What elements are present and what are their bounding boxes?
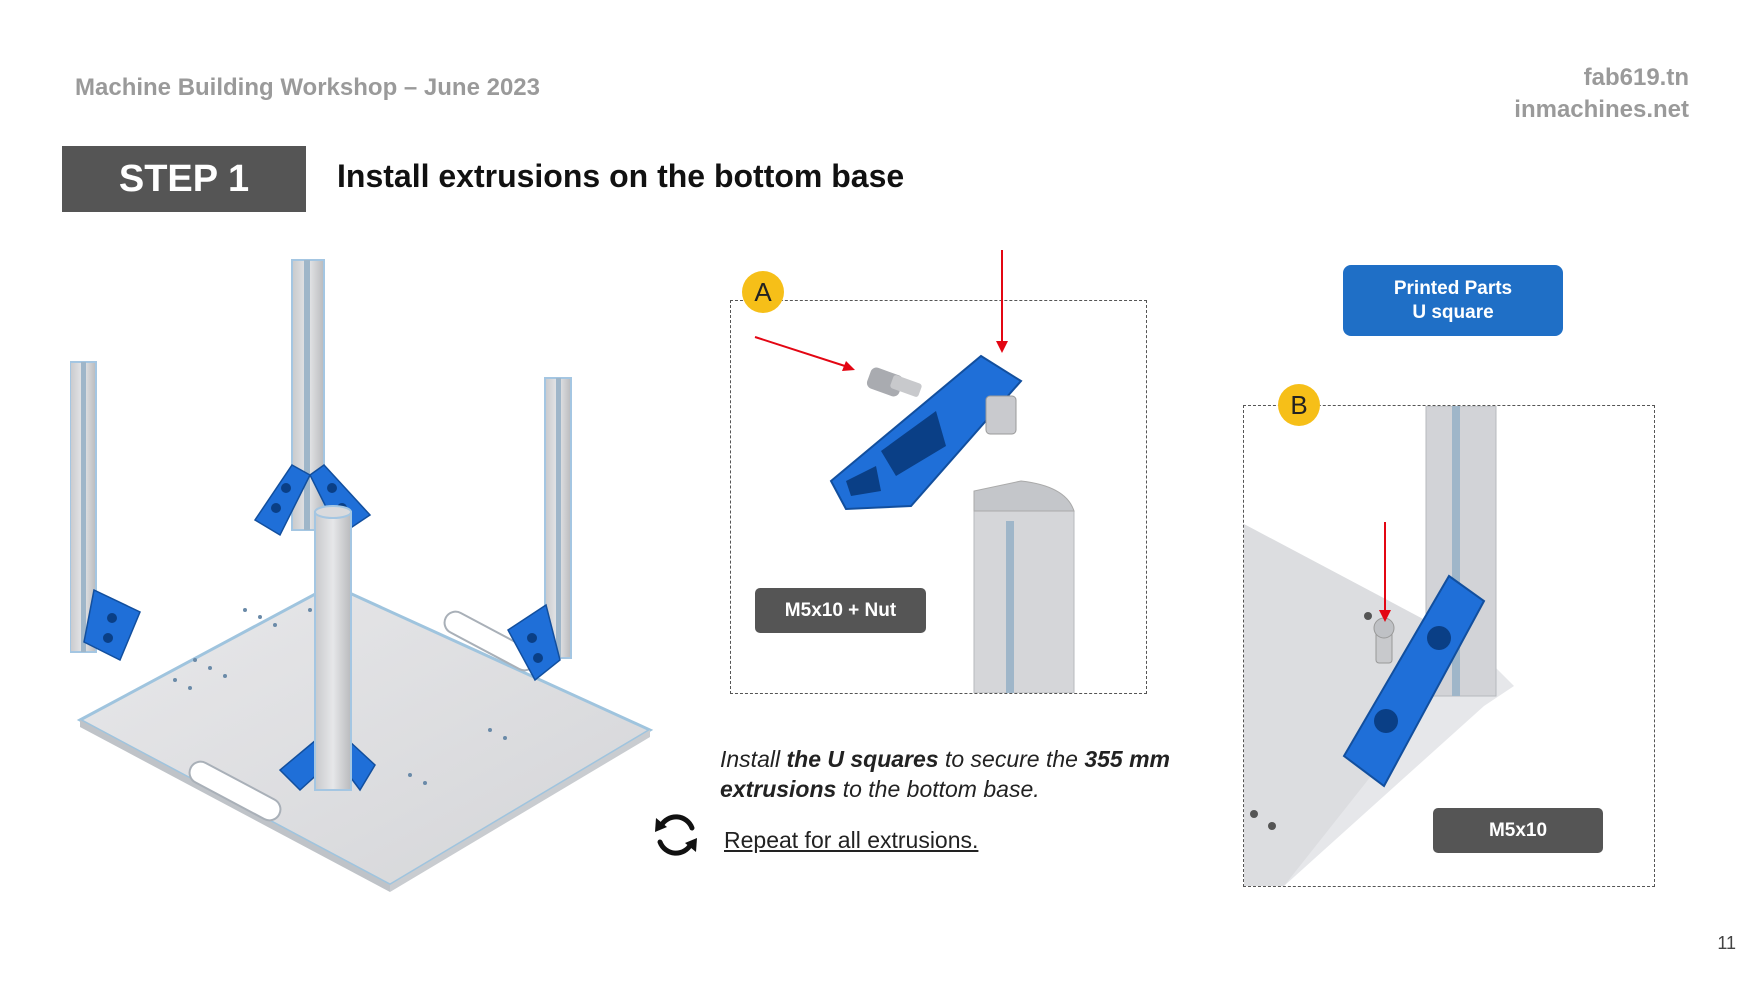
step-label: STEP 1 [62,146,306,212]
refresh-cycle-icon [655,814,697,856]
screw-part [866,367,922,397]
step-title: Install extrusions on the bottom base [337,158,905,194]
printed-parts-badge: Printed Parts U square [1343,265,1563,336]
red-arrow-icon [754,250,1008,371]
red-arrow-icon-b [1379,522,1391,622]
u-square-part-b [1342,574,1486,788]
hardware-label-a: M5x10 + Nut [755,588,926,633]
site-fab619: fab619.tn [1583,64,1689,91]
repeat-text: Repeat for all extrusions. [724,827,979,853]
detail-a-illustration [829,354,1075,693]
assembly-illustration [70,259,654,892]
badge-b: B [1278,384,1320,426]
page-number: 11 [1717,933,1736,953]
instruction-text: Install the U squares to secure the 355 … [720,746,1171,802]
detail-b-panel [1243,405,1655,887]
hardware-label-b: M5x10 [1433,808,1603,853]
badge-a: A [742,271,784,313]
printed-parts-line2: U square [1412,301,1494,323]
u-square-back-left [253,464,311,537]
printed-parts-line1: Printed Parts [1393,277,1513,299]
u-square-left [83,588,141,662]
extrusion-front [314,511,352,791]
detail-b-illustration [1244,406,1514,886]
site-inmachines: inmachines.net [1514,96,1689,123]
site-links: fab619.tn inmachines.net [1514,62,1689,126]
workshop-title: Machine Building Workshop – June 2023 [75,74,540,101]
